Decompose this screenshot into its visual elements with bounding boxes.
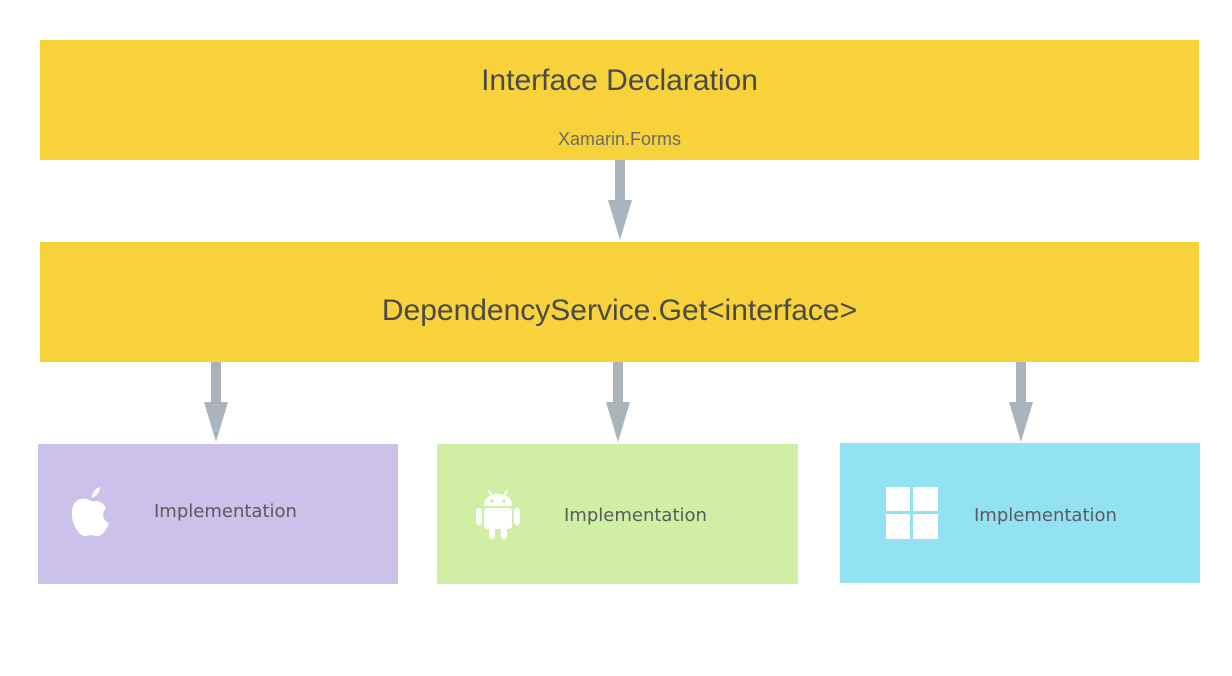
- interface-declaration-title: Interface Declaration: [481, 64, 758, 97]
- apple-icon: [71, 487, 109, 537]
- ios-implementation-label: Implementation: [154, 501, 297, 522]
- arrow-interface-to-service: [608, 160, 632, 240]
- windows-icon: [886, 487, 938, 539]
- arrow-service-to-android: [606, 362, 630, 442]
- interface-declaration-subtitle: Xamarin.Forms: [557, 129, 682, 149]
- dependency-service-title: DependencyService.Get<interface>: [381, 294, 858, 327]
- android-implementation-label: Implementation: [564, 505, 707, 526]
- android-implementation-box: Implementation: [437, 444, 798, 584]
- arrow-service-to-windows: [1009, 362, 1033, 442]
- windows-implementation-label: Implementation: [974, 505, 1117, 526]
- arrow-service-to-ios: [204, 362, 228, 442]
- ios-implementation-box: Implementation: [38, 444, 398, 584]
- interface-declaration-box: Interface Declaration Xamarin.Forms: [40, 40, 1199, 160]
- android-icon: [476, 490, 520, 539]
- windows-implementation-box: Implementation: [840, 443, 1200, 583]
- dependency-service-box: DependencyService.Get<interface>: [40, 242, 1199, 362]
